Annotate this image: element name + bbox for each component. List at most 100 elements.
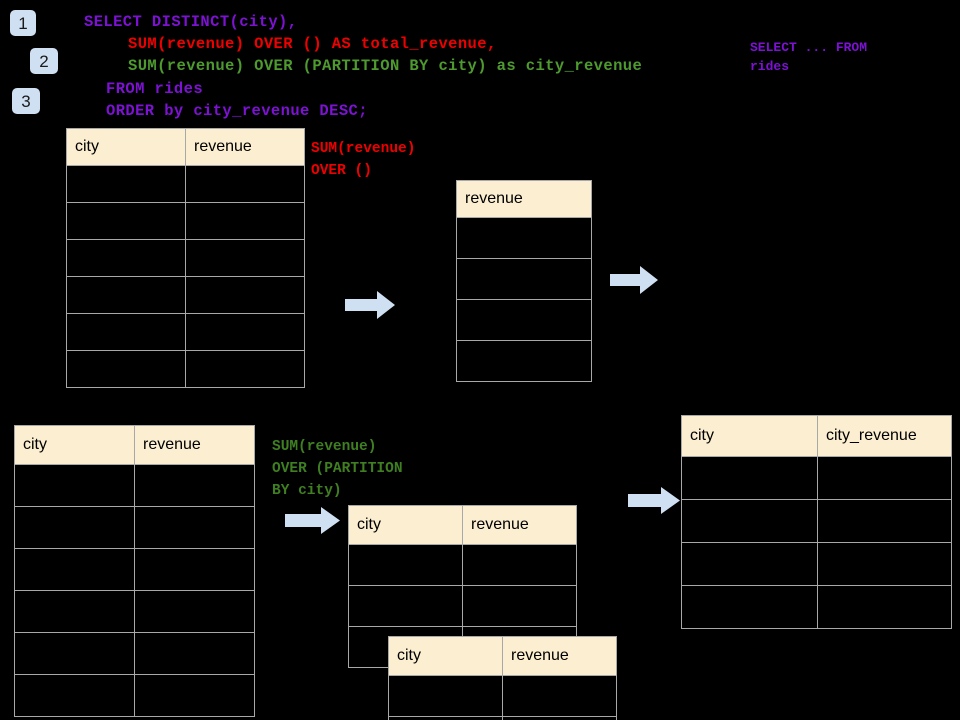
table-row bbox=[66, 165, 305, 203]
cell-city bbox=[66, 276, 186, 314]
sql-line-total-revenue: SUM(revenue) OVER () AS total_revenue, bbox=[128, 35, 497, 53]
table-row bbox=[681, 499, 952, 543]
table-row bbox=[348, 544, 577, 586]
table-row bbox=[14, 590, 255, 633]
table-row bbox=[456, 217, 592, 259]
cell-revenue bbox=[502, 716, 617, 720]
cell-city-revenue bbox=[817, 542, 952, 586]
cell-city bbox=[66, 313, 186, 351]
cell-revenue bbox=[456, 340, 592, 382]
step-badge-2: 2 bbox=[30, 48, 58, 74]
cell-city bbox=[681, 499, 818, 543]
table-header-row: city city_revenue bbox=[681, 415, 952, 457]
table-row bbox=[388, 675, 617, 717]
table-header-row: city revenue bbox=[66, 128, 305, 166]
table-partition-front: city revenue bbox=[388, 636, 617, 720]
cell-city bbox=[14, 590, 135, 633]
cell-city bbox=[681, 456, 818, 500]
cell-city bbox=[14, 506, 135, 549]
table-header-row: city revenue bbox=[388, 636, 617, 676]
cell-city-revenue bbox=[817, 499, 952, 543]
cell-city bbox=[66, 239, 186, 277]
table-row bbox=[14, 506, 255, 549]
table-row bbox=[456, 340, 592, 382]
sql-line-city-revenue: SUM(revenue) OVER (PARTITION BY city) as… bbox=[128, 57, 643, 75]
column-header-city: city bbox=[14, 425, 135, 465]
table-body bbox=[681, 456, 952, 629]
table-source-bottom: city revenue bbox=[14, 425, 255, 717]
table-row bbox=[66, 202, 305, 240]
step-badge-3-label: 3 bbox=[21, 91, 31, 111]
step-badge-1-label: 1 bbox=[18, 13, 28, 33]
column-header-revenue: revenue bbox=[502, 636, 617, 676]
annotation-partition-window-line3: BY city) bbox=[272, 483, 342, 499]
cell-revenue bbox=[134, 632, 255, 675]
column-header-city: city bbox=[66, 128, 186, 166]
table-header-row: city revenue bbox=[348, 505, 577, 545]
cell-city bbox=[388, 716, 503, 720]
table-total-revenue: revenue bbox=[456, 180, 592, 382]
table-row bbox=[456, 258, 592, 300]
cell-city bbox=[388, 675, 503, 717]
table-row bbox=[456, 299, 592, 341]
cell-revenue bbox=[134, 548, 255, 591]
flow-arrow-4 bbox=[628, 487, 680, 514]
annotation-total-window-line1: SUM(revenue) bbox=[311, 141, 416, 157]
flow-arrow-3 bbox=[285, 507, 340, 534]
table-header-row: revenue bbox=[456, 180, 592, 218]
cell-revenue bbox=[134, 590, 255, 633]
flow-arrow-2 bbox=[610, 266, 658, 294]
annotation-partition-window-line1: SUM(revenue) bbox=[272, 439, 377, 455]
column-header-revenue: revenue bbox=[462, 505, 577, 545]
cell-city bbox=[66, 202, 186, 240]
cell-city bbox=[66, 350, 186, 388]
cell-revenue bbox=[185, 276, 305, 314]
flow-arrow-1 bbox=[345, 291, 395, 319]
cell-revenue bbox=[134, 464, 255, 507]
table-row bbox=[14, 674, 255, 717]
annotation-partition-window-line2: OVER (PARTITION bbox=[272, 461, 403, 477]
table-row bbox=[681, 585, 952, 629]
table-body bbox=[66, 165, 305, 388]
cell-revenue bbox=[502, 675, 617, 717]
table-row bbox=[681, 542, 952, 586]
cell-revenue bbox=[462, 585, 577, 627]
cell-city-revenue bbox=[817, 585, 952, 629]
column-header-city: city bbox=[348, 505, 463, 545]
column-header-revenue: revenue bbox=[134, 425, 255, 465]
column-header-city: city bbox=[388, 636, 503, 676]
cell-revenue bbox=[462, 544, 577, 586]
table-row bbox=[66, 239, 305, 277]
table-body bbox=[456, 217, 592, 382]
cell-city bbox=[348, 585, 463, 627]
table-header-row: city revenue bbox=[14, 425, 255, 465]
column-header-city-revenue: city_revenue bbox=[817, 415, 952, 457]
cell-revenue bbox=[456, 217, 592, 259]
cell-revenue bbox=[185, 239, 305, 277]
cell-revenue bbox=[134, 506, 255, 549]
cell-city bbox=[14, 632, 135, 675]
cell-city bbox=[681, 542, 818, 586]
cell-city bbox=[14, 674, 135, 717]
annotation-total-window-line2: OVER () bbox=[311, 163, 372, 179]
sql-line-select: SELECT DISTINCT(city), bbox=[84, 13, 298, 31]
table-result: city city_revenue bbox=[681, 415, 952, 629]
cell-revenue bbox=[185, 165, 305, 203]
table-row bbox=[66, 350, 305, 388]
step-badge-1: 1 bbox=[10, 10, 36, 36]
cell-city bbox=[681, 585, 818, 629]
cell-city bbox=[348, 544, 463, 586]
table-row bbox=[14, 548, 255, 591]
cell-revenue bbox=[185, 313, 305, 351]
table-source-top: city revenue bbox=[66, 128, 305, 388]
annotation-source-query-line1: SELECT ... FROM bbox=[750, 40, 868, 55]
column-header-revenue: revenue bbox=[456, 180, 592, 218]
table-row bbox=[14, 632, 255, 675]
table-body bbox=[14, 464, 255, 717]
sql-line-order-by: ORDER by city_revenue DESC; bbox=[106, 102, 368, 120]
cell-revenue bbox=[456, 299, 592, 341]
table-body bbox=[388, 675, 617, 720]
cell-city bbox=[14, 548, 135, 591]
cell-revenue bbox=[456, 258, 592, 300]
cell-city bbox=[14, 464, 135, 507]
